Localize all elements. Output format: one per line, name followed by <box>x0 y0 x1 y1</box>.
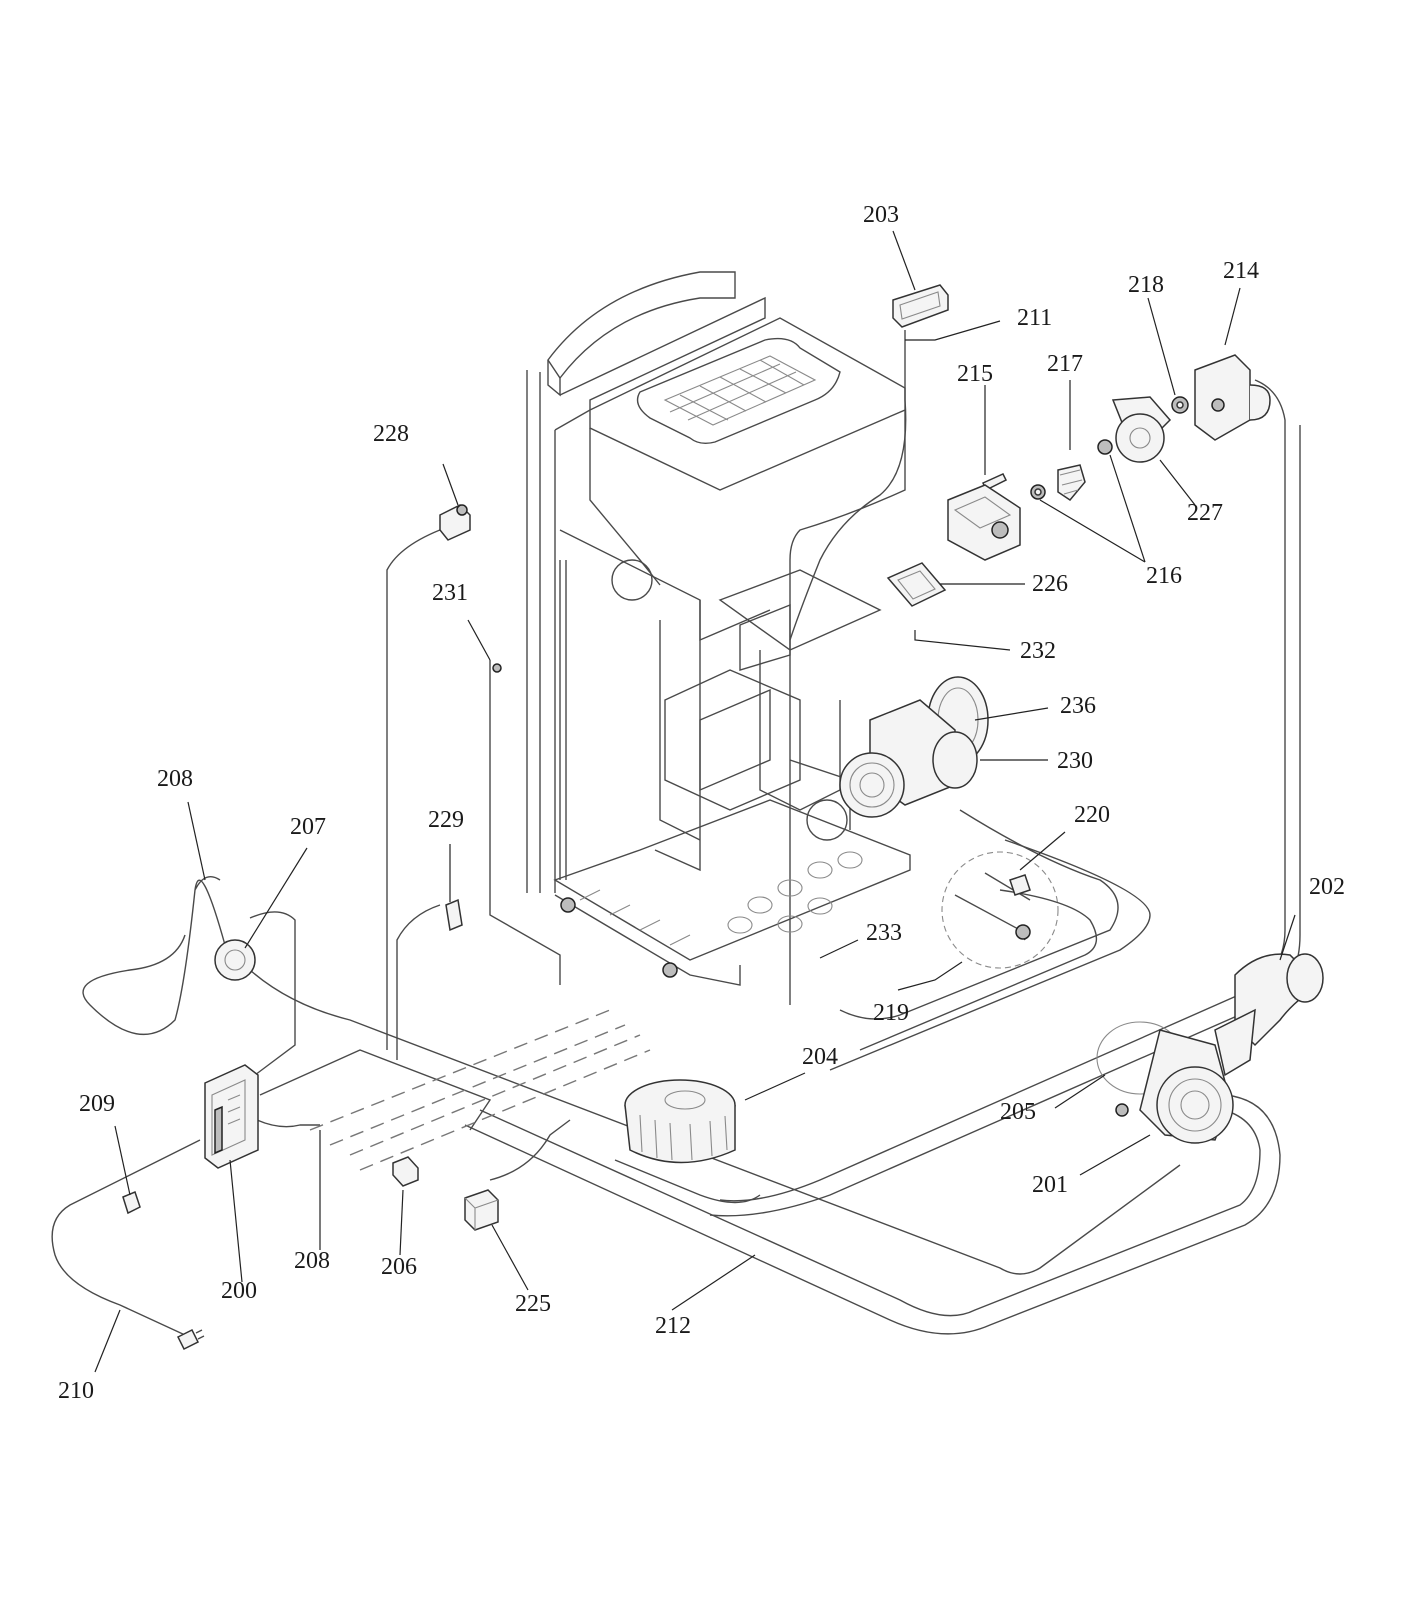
label-210: 210 <box>58 1378 94 1404</box>
wire-harnesses <box>51 330 1301 1336</box>
label-229: 229 <box>428 807 464 833</box>
label-205: 205 <box>1000 1099 1036 1125</box>
part-215-assembly <box>947 484 1021 561</box>
label-220: 220 <box>1074 802 1110 828</box>
label-230: 230 <box>1057 748 1093 774</box>
part-216-washers <box>1030 439 1113 500</box>
part-219-detail-circle <box>941 851 1059 969</box>
part-231-sensor <box>492 663 502 673</box>
label-217: 217 <box>1047 351 1083 377</box>
part-210-plug <box>176 1328 205 1351</box>
label-214: 214 <box>1223 258 1259 284</box>
label-203: 203 <box>863 202 899 228</box>
cabinet-frame <box>526 271 911 1005</box>
label-233: 233 <box>866 920 902 946</box>
label-209: 209 <box>79 1091 115 1117</box>
part-218-bearing <box>1171 396 1189 414</box>
part-203-display-frame <box>892 284 949 328</box>
part-226-gasket <box>886 562 947 607</box>
part-206-capacitor <box>392 1156 419 1187</box>
label-206: 206 <box>381 1254 417 1280</box>
part-209-switch <box>122 1190 141 1215</box>
part-217-impeller <box>1057 464 1086 501</box>
part-204-blower-wheel <box>624 1079 736 1164</box>
label-202: 202 <box>1309 874 1345 900</box>
part-225-relay <box>464 1189 499 1231</box>
label-216: 216 <box>1146 563 1182 589</box>
part-229-switch <box>445 898 463 932</box>
label-200: 200 <box>221 1278 257 1304</box>
label-207: 207 <box>290 814 326 840</box>
part-200-control-board <box>204 1064 259 1169</box>
label-231: 231 <box>432 580 468 606</box>
part-207-pressure-switch <box>214 939 256 981</box>
leader-lines <box>94 230 1296 1373</box>
label-225: 225 <box>515 1291 551 1317</box>
part-201-blower <box>1115 1029 1234 1144</box>
label-227: 227 <box>1187 500 1223 526</box>
label-228: 228 <box>373 421 409 447</box>
part-227-flange-plate <box>1111 396 1172 463</box>
part-228-sensor <box>439 504 471 541</box>
part-202-elbow <box>1214 953 1324 1077</box>
label-208-top: 208 <box>157 766 193 792</box>
label-218: 218 <box>1128 272 1164 298</box>
label-201: 201 <box>1032 1172 1068 1198</box>
part-labels: 203 211 214 218 217 215 227 216 226 232 … <box>58 202 1345 1404</box>
label-215: 215 <box>957 361 993 387</box>
label-211: 211 <box>1017 305 1052 331</box>
label-236: 236 <box>1060 693 1096 719</box>
part-214-motor <box>1194 354 1271 441</box>
label-226: 226 <box>1032 571 1068 597</box>
label-208-bottom: 208 <box>294 1248 330 1274</box>
part-220-igniter <box>984 872 1031 901</box>
label-232: 232 <box>1020 638 1056 664</box>
part-230-fan <box>839 699 978 818</box>
label-212: 212 <box>655 1313 691 1339</box>
label-219: 219 <box>873 1000 909 1026</box>
label-204: 204 <box>802 1044 838 1070</box>
